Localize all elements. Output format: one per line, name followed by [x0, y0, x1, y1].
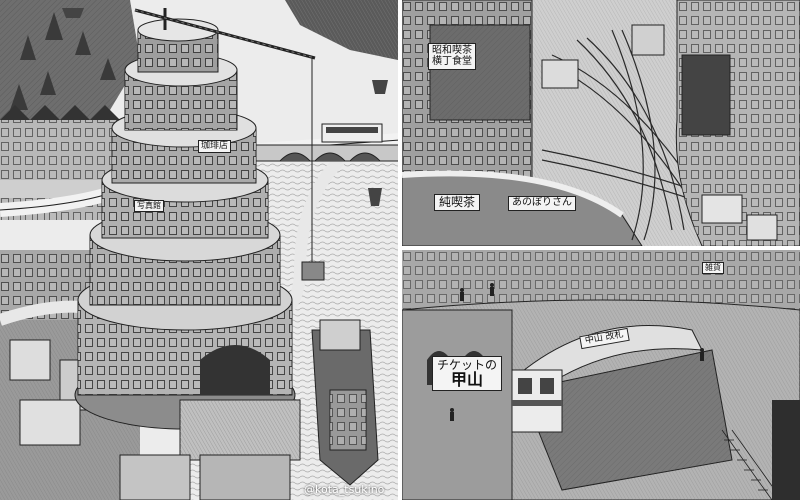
ticket-shop-line: チケットの [437, 358, 498, 372]
boat-small [372, 80, 388, 94]
railway-junction-panel: 昭和喫茶 横丁食堂 純喫茶 あのぼりさん [402, 0, 800, 246]
train-car [746, 214, 778, 241]
rooftop-sign-line: 昭和喫茶 [432, 45, 472, 56]
station-illustration [402, 250, 800, 500]
dock-block [119, 454, 191, 500]
ship [311, 319, 379, 486]
tower-sign: 写真館 [134, 200, 164, 213]
shop-sign-kissa: 純喫茶 [434, 194, 481, 211]
train-car [541, 59, 579, 89]
ticket-shop-sign: チケットの 甲山 [432, 356, 503, 392]
small-shop-sign: 雑貨 [702, 262, 724, 275]
panel-divider-vertical [398, 0, 402, 500]
ticket-shop-line: 甲山 [451, 369, 484, 389]
train-car [631, 24, 665, 56]
boat-small [368, 188, 382, 206]
pedestrians [450, 283, 704, 421]
panel-divider-horizontal [402, 246, 800, 250]
tower-sign: 珈琲店 [198, 140, 232, 154]
arched-bridge [249, 144, 398, 162]
station-panel: チケットの 甲山 中山 改札 雑貨 [402, 250, 800, 500]
crane [134, 8, 325, 281]
tower-overview-panel: 珈琲店 写真館 @kota_tsukino [0, 0, 398, 500]
watermark: @kota_tsukino [304, 483, 385, 496]
dock-block [199, 454, 291, 500]
spiral-tower [74, 18, 301, 461]
shop-sign-nobori: あのぼりさん [508, 196, 576, 211]
rooftop-sign-line: 横丁食堂 [432, 55, 472, 67]
boat-small [62, 8, 84, 18]
train-car [701, 194, 743, 224]
rooftop-sign: 昭和喫茶 横丁食堂 [428, 43, 476, 70]
tower-illustration [0, 0, 398, 500]
